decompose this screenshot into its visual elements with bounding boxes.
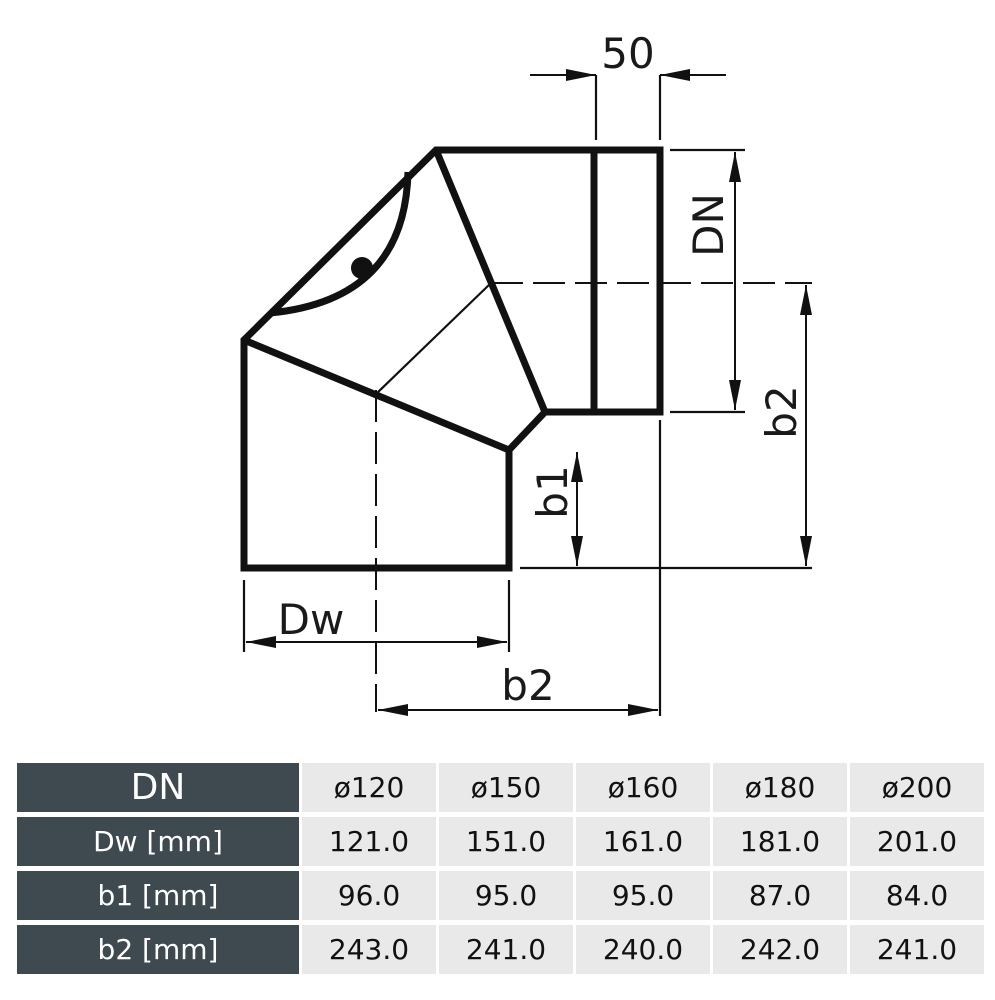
table-cell: 241.0: [439, 925, 573, 974]
dim-b1-arrow-top: [571, 452, 583, 482]
header-cell: ø180: [713, 763, 847, 812]
row-label: Dw [mm]: [17, 817, 299, 866]
table-cell: 241.0: [850, 925, 984, 974]
table-cell: 181.0: [713, 817, 847, 866]
header-cell: ø160: [576, 763, 710, 812]
table-cell: 95.0: [576, 871, 710, 920]
table-cell: 242.0: [713, 925, 847, 974]
table-cell: 201.0: [850, 817, 984, 866]
table-cell: 96.0: [302, 871, 436, 920]
table-cell: 240.0: [576, 925, 710, 974]
table-row-b1: b1 [mm] 96.0 95.0 95.0 87.0 84.0: [17, 871, 984, 920]
dim-dw-arrow-left: [246, 636, 276, 648]
label-50: 50: [601, 29, 654, 78]
elbow-pipe-diagram: 50 DN b2 b1 Dw b2: [240, 29, 812, 716]
dim-dn-arrow-top: [729, 152, 741, 182]
centerline-diagonal: [375, 282, 492, 395]
spec-table: DN ø120 ø150 ø160 ø180 ø200 Dw [mm] 121.…: [14, 758, 987, 979]
damper-knob: [351, 257, 373, 279]
table-cell: 84.0: [850, 871, 984, 920]
dim-50-arrow-right: [660, 69, 690, 81]
dim-b2v-arrow-bottom: [800, 536, 812, 566]
dim-b1-arrow-bottom: [571, 536, 583, 566]
label-b1: b1: [528, 465, 577, 518]
header-label: DN: [17, 763, 299, 812]
header-cell: ø120: [302, 763, 436, 812]
pipe-outline: [240, 146, 664, 572]
table-header-row: DN ø120 ø150 ø160 ø180 ø200: [17, 763, 984, 812]
table-cell: 243.0: [302, 925, 436, 974]
table-cell: 161.0: [576, 817, 710, 866]
table-cell: 87.0: [713, 871, 847, 920]
dim-b2h-arrow-right: [628, 704, 658, 716]
label-dn: DN: [684, 193, 733, 257]
label-b2-vertical: b2: [757, 385, 806, 438]
label-dw: Dw: [278, 595, 345, 644]
dim-50-arrow-left: [566, 69, 596, 81]
table-cell: 151.0: [439, 817, 573, 866]
table-row-dw: Dw [mm] 121.0 151.0 161.0 181.0 201.0: [17, 817, 984, 866]
label-b2-horizontal: b2: [501, 661, 554, 710]
seam-upper: [432, 148, 549, 414]
table-cell: 95.0: [439, 871, 573, 920]
header-cell: ø200: [850, 763, 984, 812]
header-cell: ø150: [439, 763, 573, 812]
row-label: b1 [mm]: [17, 871, 299, 920]
dim-b2v-arrow-top: [800, 285, 812, 315]
dim-dw-arrow-right: [477, 636, 507, 648]
table-row-b2: b2 [mm] 243.0 241.0 240.0 242.0 241.0: [17, 925, 984, 974]
dim-b2h-arrow-left: [378, 704, 408, 716]
row-label: b2 [mm]: [17, 925, 299, 974]
table-cell: 121.0: [302, 817, 436, 866]
dim-dn-arrow-bottom: [729, 380, 741, 410]
